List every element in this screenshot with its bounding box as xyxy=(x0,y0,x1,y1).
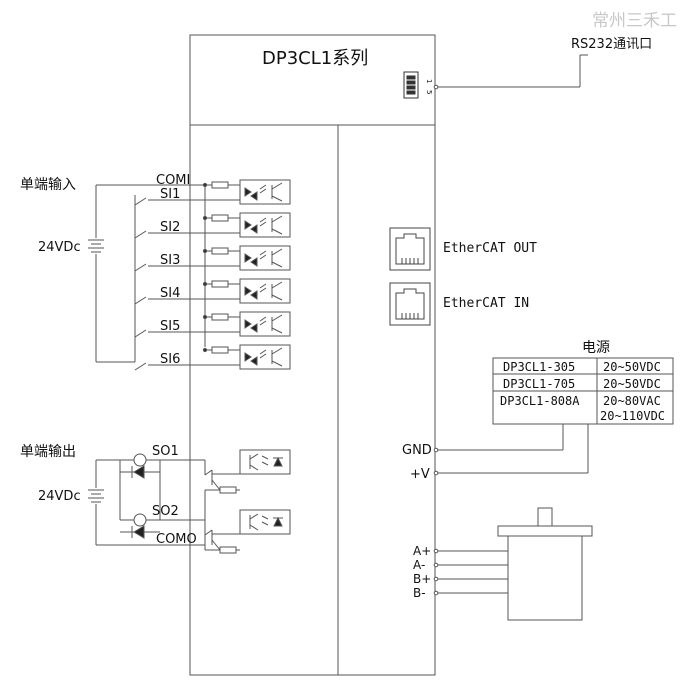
motor-phase-wire xyxy=(433,590,508,596)
dip-switch-icon xyxy=(403,71,419,99)
input-channel-label: SI4 xyxy=(160,286,180,301)
motor-phase-wire xyxy=(433,562,508,568)
watermark-text: 常州三禾工 xyxy=(592,11,677,31)
rs232-wire xyxy=(433,54,588,90)
motor-phase-wire xyxy=(433,576,508,582)
vplus-label: +V xyxy=(410,467,430,482)
power-row-voltage: 20~80VAC xyxy=(603,394,661,408)
output-channel xyxy=(120,509,291,554)
input-channel xyxy=(134,245,291,272)
dip-pin-5-label: 5 xyxy=(425,90,433,94)
power-row-model: DP3CL1-808A xyxy=(500,394,580,408)
inputs-supply-label: 24VDc xyxy=(38,240,81,255)
input-channel xyxy=(134,278,291,305)
motor-phase-label: A+ xyxy=(413,544,431,558)
ethercat-in-port-icon xyxy=(389,282,431,326)
input-channel xyxy=(134,344,291,371)
power-row-voltage: 20~50VDC xyxy=(603,377,661,391)
output-channel-label: SO1 xyxy=(152,444,179,459)
power-row-model: DP3CL1-305 xyxy=(503,360,575,374)
input-channel-label: SI1 xyxy=(160,187,180,202)
device-body xyxy=(189,34,436,676)
gnd-label: GND xyxy=(402,443,432,458)
outputs-section-label: 单端输出 xyxy=(20,444,76,460)
motor-phase-label: A- xyxy=(413,558,425,572)
ethercat-out-port-icon xyxy=(389,227,431,271)
ethercat-out-label: EtherCAT OUT xyxy=(443,241,537,256)
rs232-label: RS232通讯口 xyxy=(571,37,652,52)
motor-phases: A+A-B+B- xyxy=(413,544,508,600)
power-table xyxy=(492,357,674,425)
power-row-model: DP3CL1-705 xyxy=(503,377,575,391)
motor-phase-label: B- xyxy=(413,586,426,600)
input-channel-label: SI3 xyxy=(160,253,180,268)
power-row-voltage: 20~50VDC xyxy=(603,360,661,374)
inputs-wiring xyxy=(88,184,206,363)
input-channel xyxy=(134,212,291,239)
ethercat-in-label: EtherCAT IN xyxy=(443,296,529,311)
input-channel xyxy=(134,179,291,206)
motor-phase-label: B+ xyxy=(413,572,431,586)
power-wiring xyxy=(433,424,589,476)
outputs-wiring xyxy=(88,459,205,546)
power-row-voltage-secondary: 20~110VDC xyxy=(600,409,665,423)
dip-pin-1-label: 1 xyxy=(425,79,433,83)
output-channel-label: SO2 xyxy=(152,504,179,519)
stepper-motor-icon xyxy=(497,507,593,621)
input-channel xyxy=(134,311,291,338)
input-channel-label: SI6 xyxy=(160,352,180,367)
output-channel xyxy=(120,449,291,545)
inputs-section-label: 单端输入 xyxy=(20,177,76,193)
device-title: DP3CL1系列 xyxy=(262,48,368,69)
outputs-supply-label: 24VDc xyxy=(38,489,81,504)
motor-phase-wire xyxy=(433,548,508,554)
input-channel-label: SI5 xyxy=(160,319,180,334)
input-channel-label: SI2 xyxy=(160,220,180,235)
inputs-common-label: COMI xyxy=(156,173,190,188)
power-title: 电源 xyxy=(582,340,610,356)
outputs-common-label: COMO xyxy=(156,532,197,547)
